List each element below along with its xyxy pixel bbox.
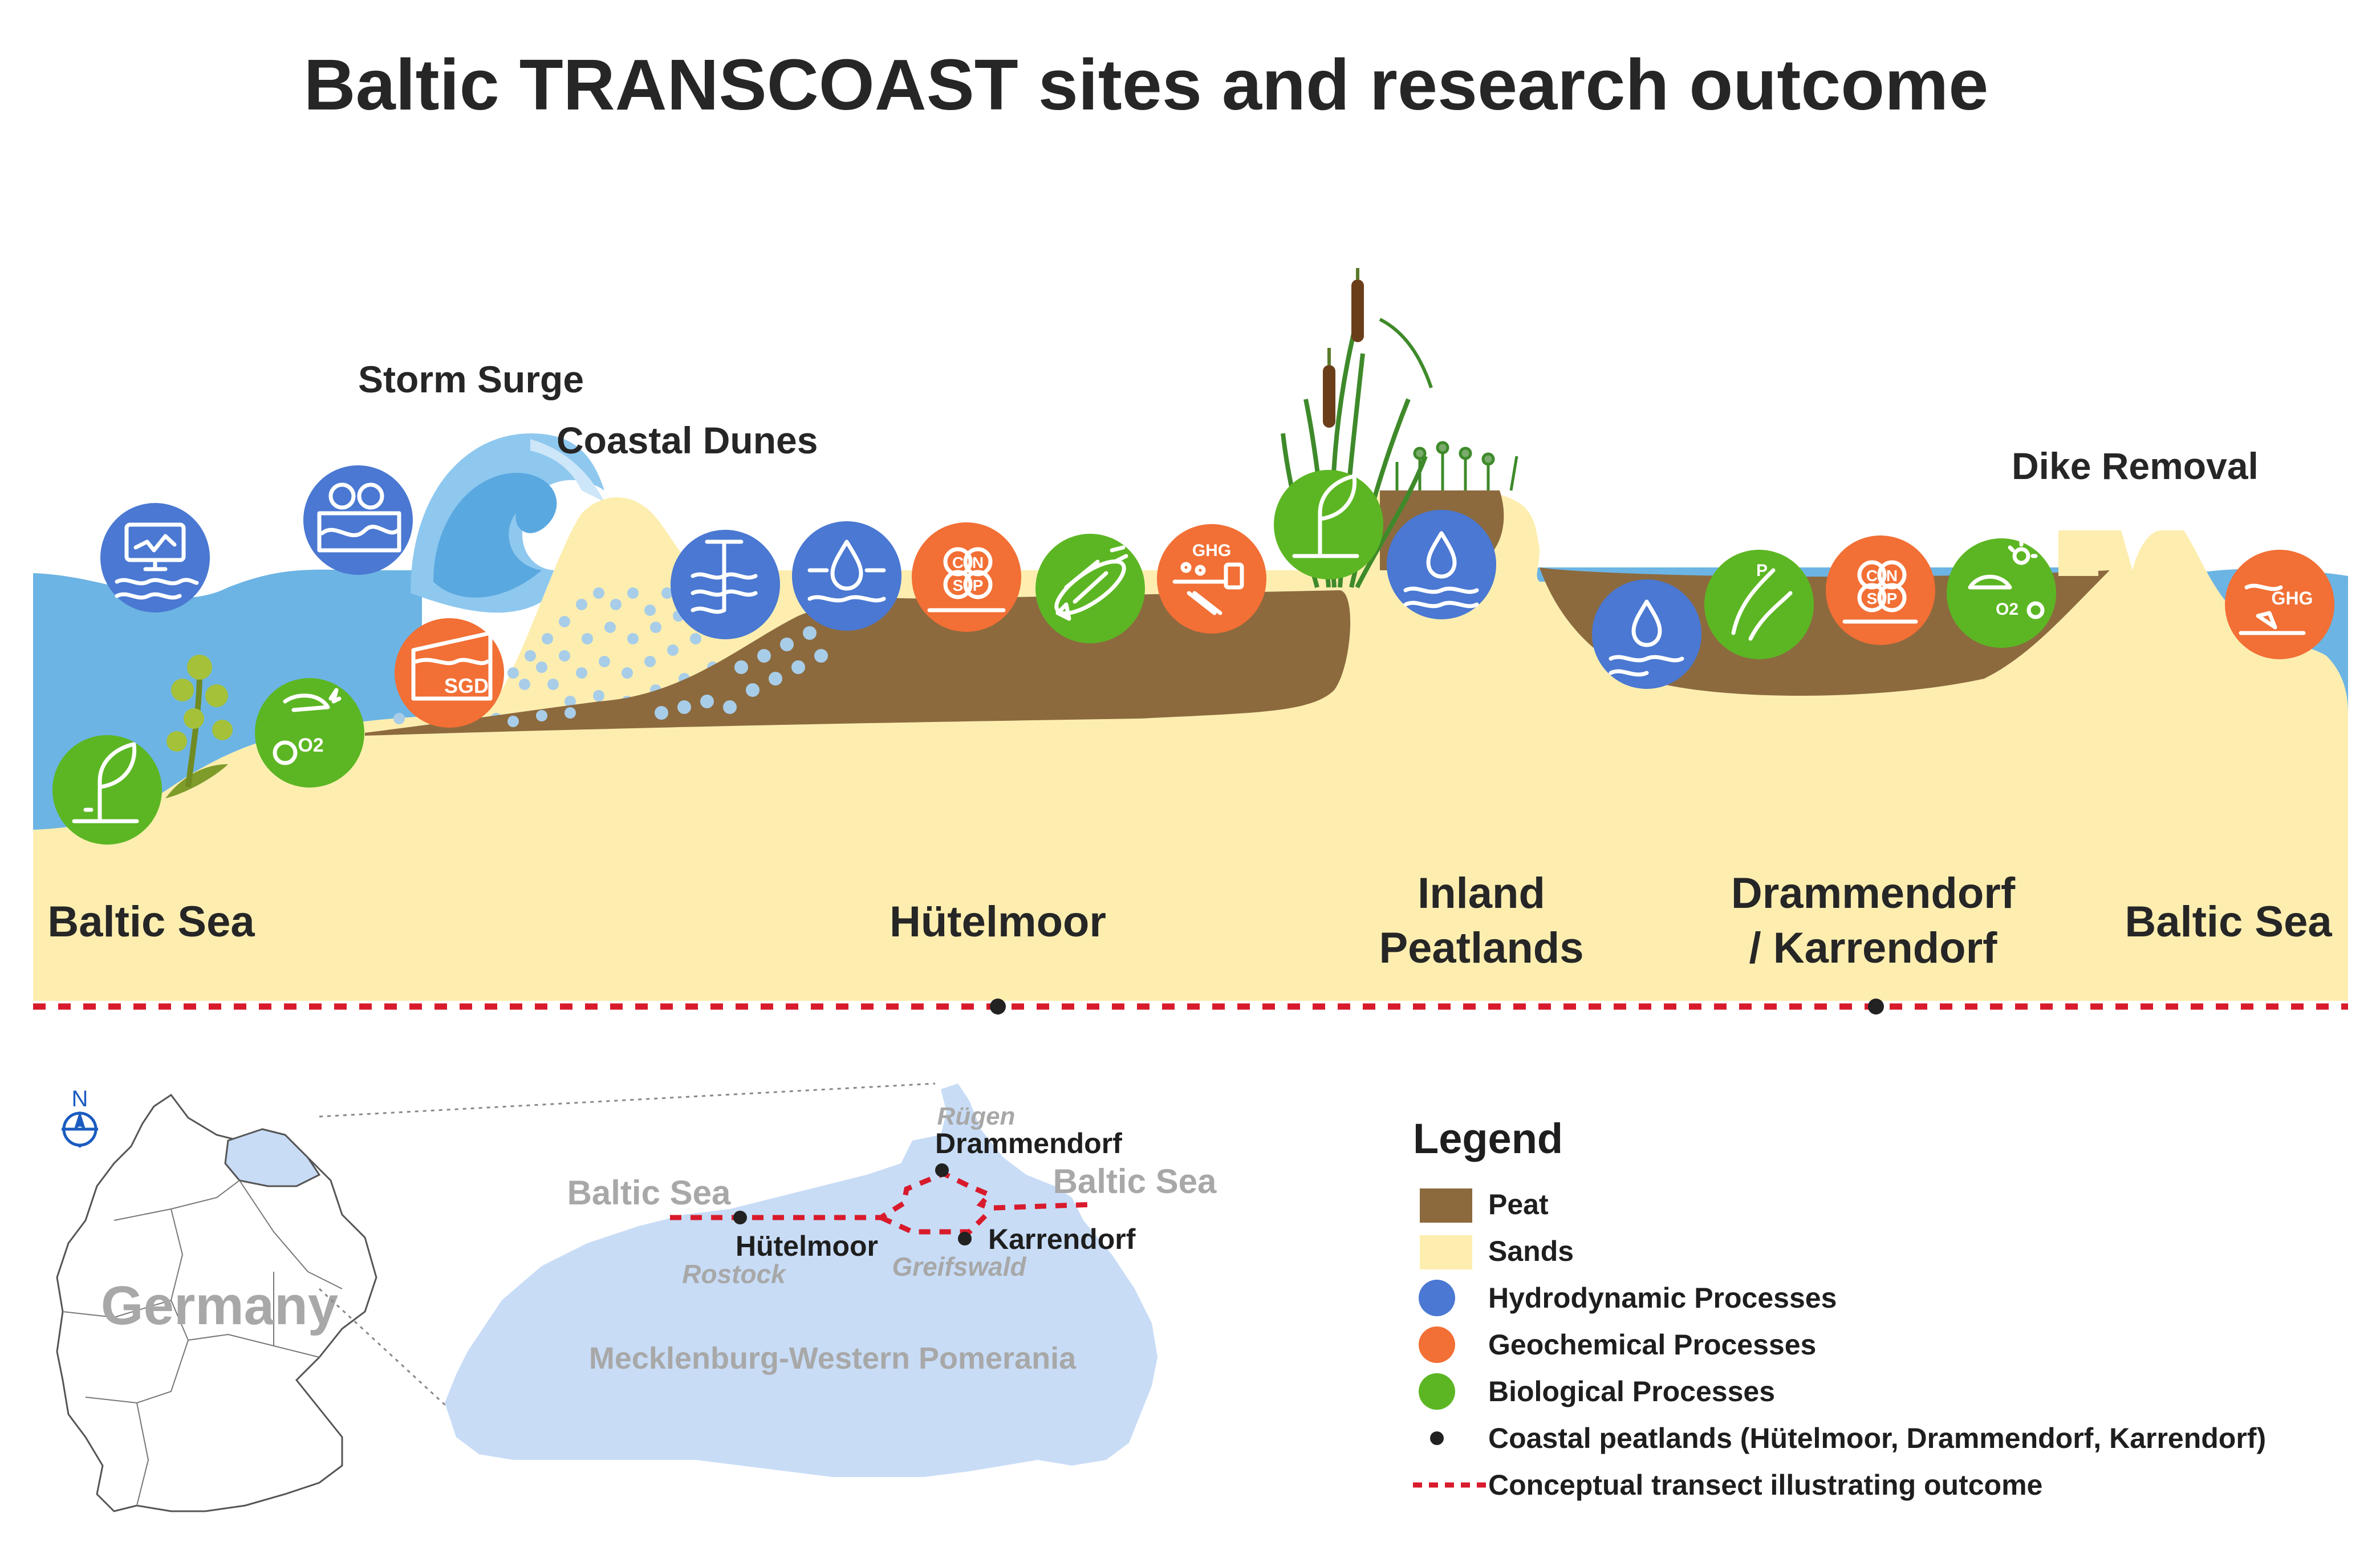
hydro-lagoon-drop-icon [1592, 579, 1701, 689]
map-state-name: Mecklenburg-Western Pomerania [589, 1341, 1077, 1376]
legend-item: Peat [1420, 1188, 1549, 1223]
sulfur-label: S [953, 577, 964, 594]
map-baltic-sea-2: Baltic Sea [1053, 1162, 1217, 1200]
hydro-drop-icon [792, 521, 901, 631]
legend-item: Coastal peatlands (Hütelmoor, Drammendor… [1430, 1422, 2266, 1454]
legend-label: Conceptual transect illustrating outcome [1488, 1469, 2042, 1501]
site-inland-line1: Inland [1418, 869, 1545, 918]
carbon-label: C [952, 554, 964, 571]
map-dot-karrendorf [958, 1232, 972, 1245]
north-arrow-icon: N [62, 1086, 98, 1147]
site-drammendorf-line2: / Karrendorf [1749, 924, 1998, 972]
map-ruegen: Rügen [937, 1102, 1016, 1130]
hydro-inland-drop-icon [1387, 510, 1496, 619]
site-inland-line2: Peatlands [1379, 924, 1583, 972]
bio-plant-icon [1274, 470, 1383, 579]
diagram-title: Baltic TRANSCOAST sites and research out… [304, 44, 1989, 125]
transect-dot-drammendorf [1868, 999, 1884, 1015]
ghg-label-middle: GHG [1192, 541, 1231, 560]
germany-states [62, 1180, 343, 1506]
legend-swatch [1419, 1373, 1455, 1410]
bio-microbe-icon [1035, 534, 1145, 643]
map-greifswald: Greifswald [892, 1252, 1026, 1281]
oxygen-label-left: O2 [298, 735, 323, 756]
map-zoom-line-bottom [318, 1288, 469, 1427]
legend-swatch [1420, 1188, 1472, 1223]
legend-swatch [1419, 1280, 1455, 1316]
north-label: N [72, 1086, 88, 1111]
phosphorus-label: P [973, 577, 984, 594]
hydro-gears-icon [303, 465, 413, 575]
map-huetelmoor: Hütelmoor [736, 1230, 878, 1262]
map-transect-branch [880, 1210, 992, 1235]
hydro-monitor-icon [100, 503, 210, 612]
coastal-dunes-label: Coastal Dunes [557, 419, 818, 461]
seagrass-plant [165, 655, 233, 798]
sgd-label: SGD [444, 674, 489, 697]
legend-swatch [1419, 1326, 1455, 1363]
geo-ghg-icon: GHG [1157, 524, 1266, 634]
hydro-well-icon [671, 530, 780, 639]
ghg-label-right: GHG [2272, 588, 2313, 608]
moss-plants [1395, 441, 1518, 491]
map-baltic-sea-1: Baltic Sea [567, 1174, 731, 1212]
mecklenburg-map [445, 1084, 1157, 1477]
geo-cnsp-icon: C N S P [912, 522, 1021, 632]
bio-oxygen-icon: O2 [255, 678, 364, 788]
legend-label: Biological Processes [1488, 1376, 1775, 1407]
map-dot-huetelmoor [733, 1211, 747, 1224]
map-dot-drammendorf [935, 1163, 949, 1177]
nitrogen-label-2: N [1886, 567, 1898, 585]
legend-item: Sands [1420, 1235, 1574, 1269]
bio-worm-icon: P [1704, 550, 1814, 659]
legend-label: Hydrodynamic Processes [1488, 1282, 1837, 1314]
transect-dot-huetelmoor [990, 999, 1006, 1015]
legend-label: Sands [1488, 1235, 1574, 1267]
dike-removal-label: Dike Removal [2012, 445, 2259, 487]
bio-lagoon-oxygen-icon: O2 [1947, 538, 2056, 648]
legend-swatch [1430, 1431, 1444, 1445]
bio-leaf-icon [52, 735, 162, 845]
map-rostock: Rostock [682, 1259, 787, 1289]
storm-surge-wave [411, 433, 604, 613]
site-baltic-sea-left: Baltic Sea [47, 898, 255, 946]
map-transect [670, 1171, 1095, 1220]
geo-ghg-right-icon: GHG [2225, 550, 2334, 659]
dike [2058, 530, 2098, 576]
map-drammendorf: Drammendorf [935, 1127, 1122, 1159]
legend-item: Conceptual transect illustrating outcome [1413, 1469, 2042, 1501]
oxygen-label-right: O2 [1996, 600, 2018, 619]
site-drammendorf-line1: Drammendorf [1731, 869, 2016, 918]
cross-section: SGD O2 [33, 268, 2348, 1015]
peat-gravel [507, 626, 828, 727]
nitrogen-label: N [972, 554, 984, 571]
site-baltic-sea-right: Baltic Sea [2125, 898, 2332, 946]
sulfur-label-2: S [1867, 590, 1878, 607]
germany-label: Germany [101, 1275, 338, 1336]
germany-mecklenburg [224, 1128, 321, 1187]
location-maps: N Germany Baltic Sea [56, 1082, 1217, 1512]
map-karrendorf: Karrendorf [988, 1223, 1136, 1255]
legend-item: Hydrodynamic Processes [1419, 1280, 1837, 1316]
geo-lagoon-cnsp-icon: C N S P [1826, 535, 1935, 645]
map-zoom-line-top [319, 1082, 936, 1118]
phosphorus-worm-label: P [1756, 561, 1768, 580]
carbon-label-2: C [1866, 567, 1878, 585]
geo-sgd-icon: SGD [395, 618, 504, 728]
legend-swatch [1420, 1235, 1472, 1269]
legend-label: Coastal peatlands (Hütelmoor, Drammendor… [1488, 1422, 2266, 1454]
phosphorus-label-2: P [1887, 590, 1898, 607]
storm-surge-label: Storm Surge [358, 358, 584, 400]
legend-label: Peat [1488, 1188, 1549, 1220]
legend-label: Geochemical Processes [1488, 1329, 1816, 1361]
legend-item: Biological Processes [1419, 1373, 1775, 1410]
legend-title: Legend [1413, 1115, 1563, 1162]
legend-item: Geochemical Processes [1419, 1326, 1816, 1363]
site-huetelmoor: Hütelmoor [890, 898, 1106, 946]
